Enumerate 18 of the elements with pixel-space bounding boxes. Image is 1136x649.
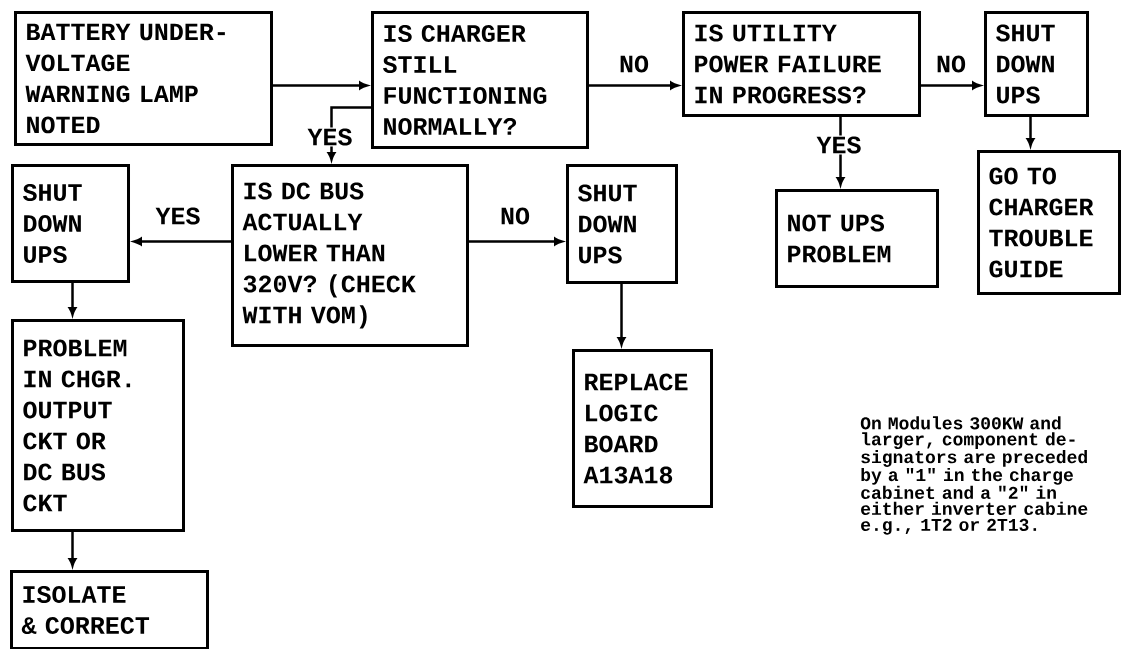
flowchart-box: IS CHARGER STILL FUNCTIONING NORMALLY? bbox=[371, 11, 589, 149]
edge-label: NO bbox=[618, 54, 650, 74]
flowchart-box: IS DC BUS ACTUALLY LOWER THAN 320V? (CHECK WITH VOM) bbox=[231, 164, 469, 347]
edge-label: NO bbox=[499, 206, 531, 226]
flowchart-box: SHUT DOWN UPS bbox=[566, 164, 678, 284]
edge-label: NO bbox=[935, 54, 967, 74]
flowchart-box: REPLACE LOGIC BOARD A13A18 bbox=[572, 349, 713, 508]
note-text: On Modules 300KW and larger, component de-signators are preceded by a "1" in the charge cabinet and a "2" in either inverter cabine e.g., 1T2 or 2T13. bbox=[860, 416, 1088, 535]
flowchart-box: ISOLATE & CORRECT bbox=[10, 570, 209, 649]
edge-label: YES bbox=[815, 135, 863, 155]
flowchart-box: BATTERY UNDER-VOLTAGE WARNING LAMP NOTED bbox=[14, 11, 273, 146]
flowchart-box: IS UTILITY POWER FAILURE IN PROGRESS? bbox=[682, 11, 921, 117]
edge-label: YES bbox=[154, 206, 202, 226]
flowchart-box: GO TO CHARGER TROUBLE GUIDE bbox=[977, 150, 1121, 295]
flowchart-box: PROBLEM IN CHGR. OUTPUT CKT OR DC BUS CKT bbox=[11, 319, 185, 532]
flowchart-box: NOT UPS PROBLEM bbox=[775, 189, 939, 288]
flowchart-box: SHUT DOWN UPS bbox=[11, 164, 130, 283]
flowchart-box: SHUT DOWN UPS bbox=[984, 11, 1089, 117]
